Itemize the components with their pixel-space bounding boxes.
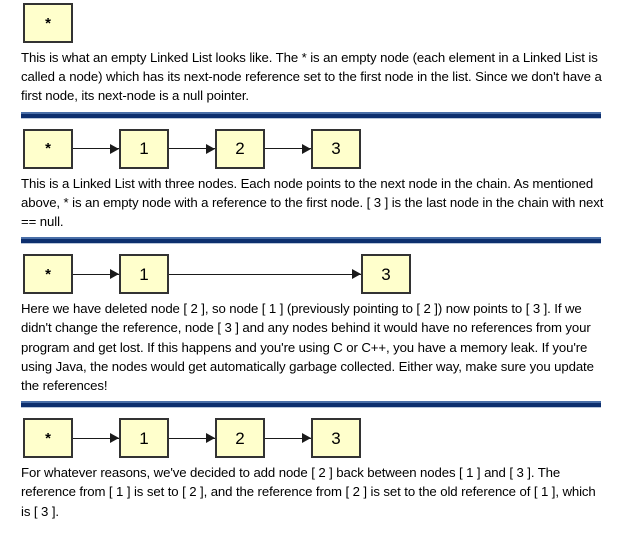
paragraph-deleted-node: Here we have deleted node [ 2 ], so node… bbox=[21, 301, 594, 394]
diagram-reinserted-node: * 1 2 3 bbox=[21, 415, 622, 461]
node-1: 1 bbox=[119, 418, 169, 459]
diagram-empty-list: * bbox=[21, 0, 622, 46]
section-divider-3 bbox=[21, 401, 601, 409]
arrow-next-pointer-long bbox=[169, 269, 361, 280]
arrow-shaft bbox=[73, 273, 119, 275]
diagram-three-nodes: * 1 2 3 bbox=[21, 126, 622, 172]
arrow-head-icon bbox=[352, 269, 361, 280]
arrow-next-pointer bbox=[73, 433, 119, 444]
section-divider-1 bbox=[21, 111, 601, 119]
node-1: 1 bbox=[119, 128, 169, 169]
arrow-head-icon bbox=[302, 433, 311, 444]
section-divider-2 bbox=[21, 237, 601, 245]
node-3: 3 bbox=[311, 418, 361, 459]
node-star: * bbox=[23, 254, 73, 295]
arrow-shaft bbox=[169, 148, 215, 150]
paragraph-reinserted-node: For whatever reasons, we've decided to a… bbox=[21, 465, 596, 519]
diagram-deleted-node: * 1 3 bbox=[21, 251, 622, 297]
arrow-shaft bbox=[265, 148, 311, 150]
paragraph-empty-list: This is what an empty Linked List looks … bbox=[21, 50, 602, 104]
node-star: * bbox=[23, 128, 73, 169]
node-3: 3 bbox=[361, 254, 411, 295]
paragraph-three-nodes: This is a Linked List with three nodes. … bbox=[21, 175, 604, 230]
arrow-next-pointer bbox=[73, 269, 119, 280]
node-2: 2 bbox=[215, 418, 265, 459]
arrow-head-icon bbox=[206, 433, 215, 444]
section-three-nodes: * 1 2 3 This is a Linked List with three… bbox=[0, 126, 643, 245]
arrow-next-pointer bbox=[265, 143, 311, 154]
arrow-next-pointer bbox=[265, 433, 311, 444]
arrow-head-icon bbox=[110, 269, 119, 280]
arrow-shaft bbox=[73, 148, 119, 150]
arrow-shaft bbox=[169, 273, 361, 275]
arrow-shaft bbox=[73, 437, 119, 439]
node-3: 3 bbox=[311, 128, 361, 169]
arrow-head-icon bbox=[110, 433, 119, 444]
arrow-shaft bbox=[265, 437, 311, 439]
section-reinserted-node: * 1 2 3 For whatever reasons, we've deci… bbox=[0, 415, 643, 521]
arrow-shaft bbox=[169, 437, 215, 439]
node-star: * bbox=[23, 418, 73, 459]
arrow-head-icon bbox=[302, 143, 311, 154]
arrow-head-icon bbox=[110, 143, 119, 154]
arrow-head-icon bbox=[206, 143, 215, 154]
arrow-next-pointer bbox=[73, 143, 119, 154]
node-1: 1 bbox=[119, 254, 169, 295]
node-2: 2 bbox=[215, 128, 265, 169]
section-deleted-node: * 1 3 Here we have deleted node [ 2 ], s… bbox=[0, 251, 643, 409]
node-star: * bbox=[23, 3, 73, 43]
arrow-next-pointer bbox=[169, 143, 215, 154]
arrow-next-pointer bbox=[169, 433, 215, 444]
section-empty-list: * This is what an empty Linked List look… bbox=[0, 0, 643, 119]
